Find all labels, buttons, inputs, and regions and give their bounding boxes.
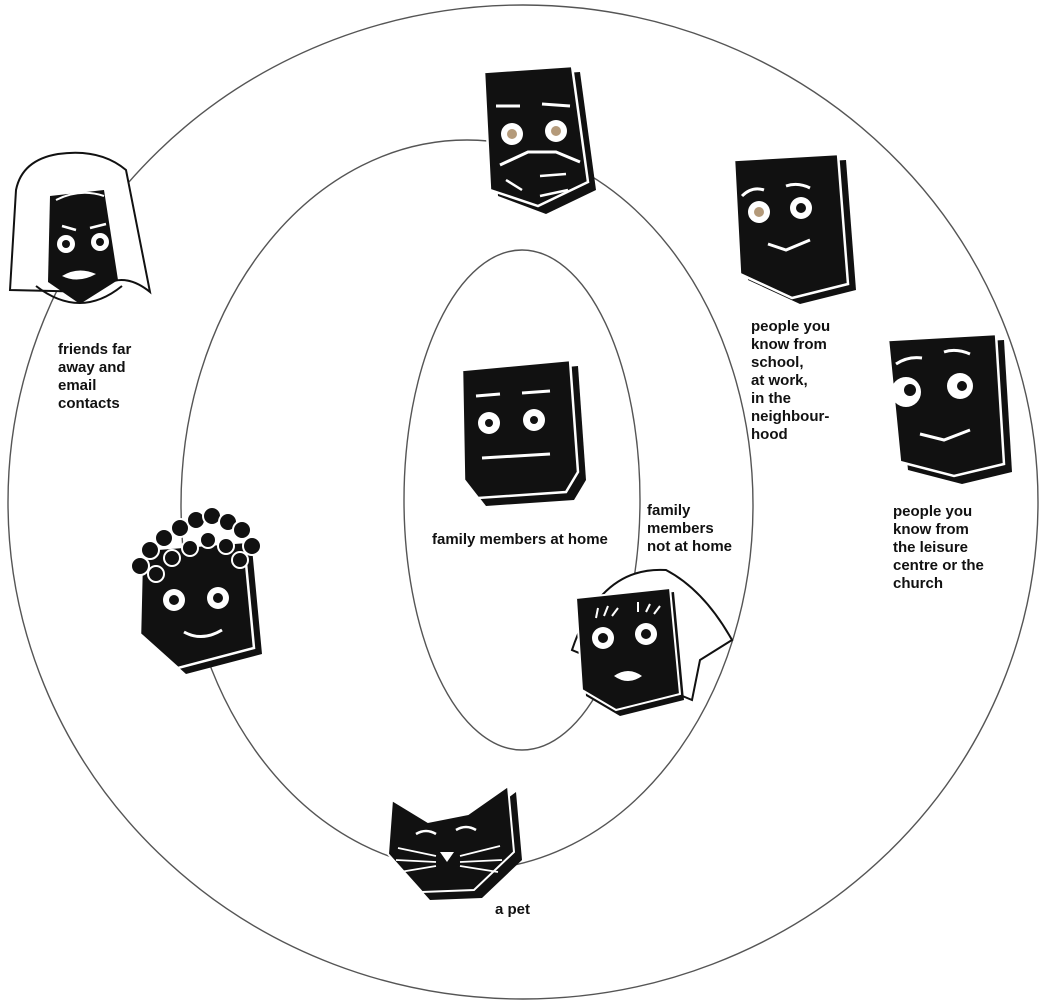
face-top-bearded-icon [482, 64, 596, 214]
inner-ring [403, 249, 641, 751]
label-leisure-church: people you know from the leisure centre … [893, 503, 984, 592]
label-friends-far-away: friends far away and email contacts [58, 341, 132, 412]
face-family-at-home-icon [460, 358, 586, 506]
face-curly-hair-icon [130, 506, 262, 674]
label-pet: a pet [495, 901, 531, 918]
face-school-work-icon [732, 152, 856, 304]
outer-ring [7, 4, 1039, 1000]
label-family-at-home: family members at home [432, 531, 608, 548]
face-family-not-home-icon [570, 568, 734, 716]
cat-pet-icon [386, 784, 522, 900]
face-friends-far-away-icon [8, 151, 152, 304]
label-family-not-at-home: family members not at home [647, 502, 732, 555]
label-school-work-neighbourhood: people you know from school, at work, in… [751, 318, 831, 443]
face-leisure-church-icon [886, 332, 1012, 484]
